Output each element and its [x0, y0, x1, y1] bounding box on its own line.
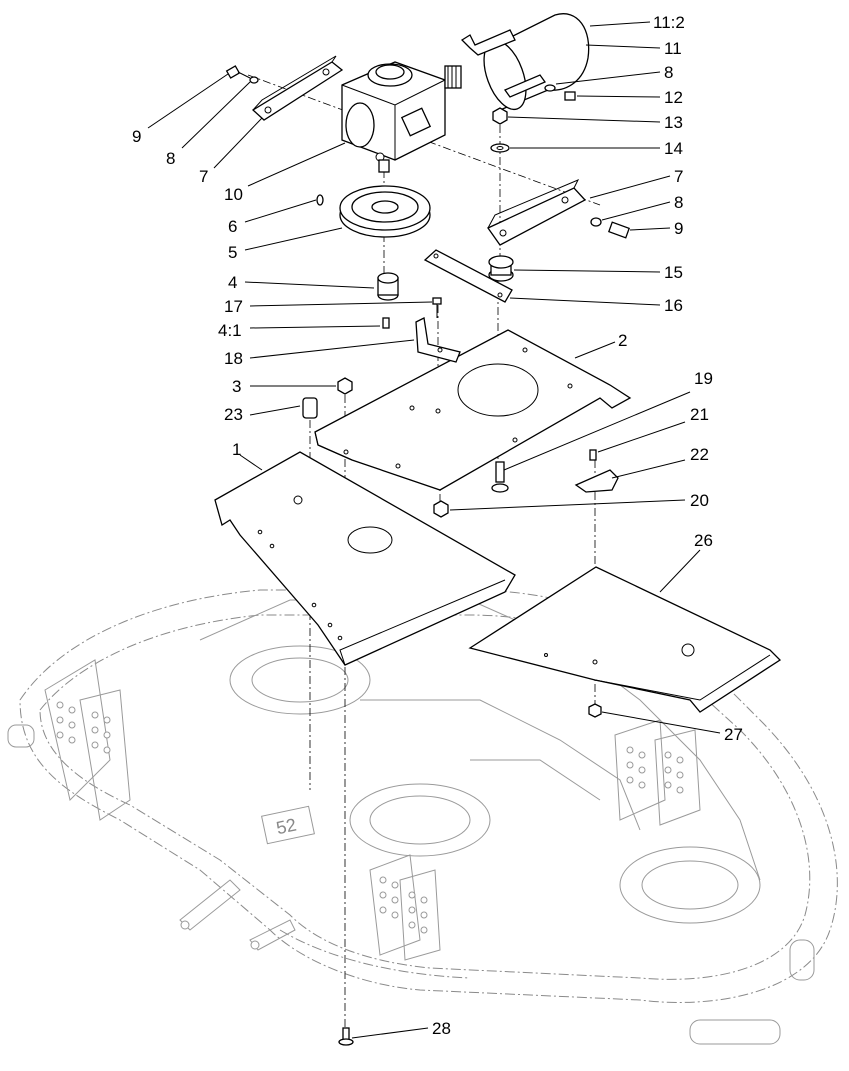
part-4-taper-bushing — [377, 272, 399, 301]
callout-13: 13 — [664, 113, 683, 132]
callout-19: 19 — [694, 369, 713, 388]
callout-28: 28 — [432, 1019, 451, 1038]
callout-23: 23 — [224, 405, 243, 424]
callout-18: 18 — [224, 349, 243, 368]
callout-4-1: 4:1 — [218, 321, 242, 340]
part-7-left-bracket — [251, 55, 344, 121]
leader-lines — [147, 21, 721, 1039]
part-5-pulley — [339, 185, 431, 238]
callout-9-left: 9 — [132, 127, 141, 146]
callout-8-top: 8 — [664, 63, 673, 82]
part-16-strap — [423, 249, 513, 303]
callout-20: 20 — [690, 491, 709, 510]
callout-4: 4 — [228, 273, 237, 292]
callout-12: 12 — [664, 88, 683, 107]
callout-6: 6 — [228, 217, 237, 236]
callout-5: 5 — [228, 243, 237, 262]
callout-21: 21 — [690, 405, 709, 424]
callout-10: 10 — [224, 185, 243, 204]
callout-7-left: 7 — [199, 167, 208, 186]
deck-size-stamp: 52 — [274, 815, 298, 839]
callout-11: 11 — [664, 39, 682, 58]
callout-27: 27 — [724, 725, 743, 744]
part-11-shaft-guard — [460, 13, 590, 111]
callout-15: 15 — [664, 263, 683, 282]
callout-16: 16 — [664, 296, 683, 315]
part-15-bushing — [488, 255, 514, 282]
callout-11-2: 11:2 — [653, 13, 685, 32]
callout-26: 26 — [694, 531, 713, 550]
callout-9-right: 9 — [674, 219, 683, 238]
part-7-right-bracket — [487, 179, 587, 246]
part-2-gearbox-mount-plate — [314, 329, 632, 491]
callout-2: 2 — [618, 331, 627, 350]
callout-8-right: 8 — [674, 193, 683, 212]
part-10-gearbox — [341, 61, 462, 173]
callout-7-right: 7 — [674, 167, 683, 186]
callout-8-left: 8 — [166, 149, 175, 168]
callout-3: 3 — [232, 377, 241, 396]
part-6-key — [316, 194, 324, 206]
hardware — [225, 65, 631, 1046]
callout-22: 22 — [690, 445, 709, 464]
callout-14: 14 — [664, 139, 683, 158]
callout-17: 17 — [224, 297, 243, 316]
callout-labels: 11:2 11 8 12 13 14 7 8 9 15 16 2 19 21 2… — [132, 13, 743, 1038]
part-26-right-shield — [468, 566, 782, 713]
part-1-left-shield — [214, 451, 516, 666]
callout-1: 1 — [232, 440, 241, 459]
